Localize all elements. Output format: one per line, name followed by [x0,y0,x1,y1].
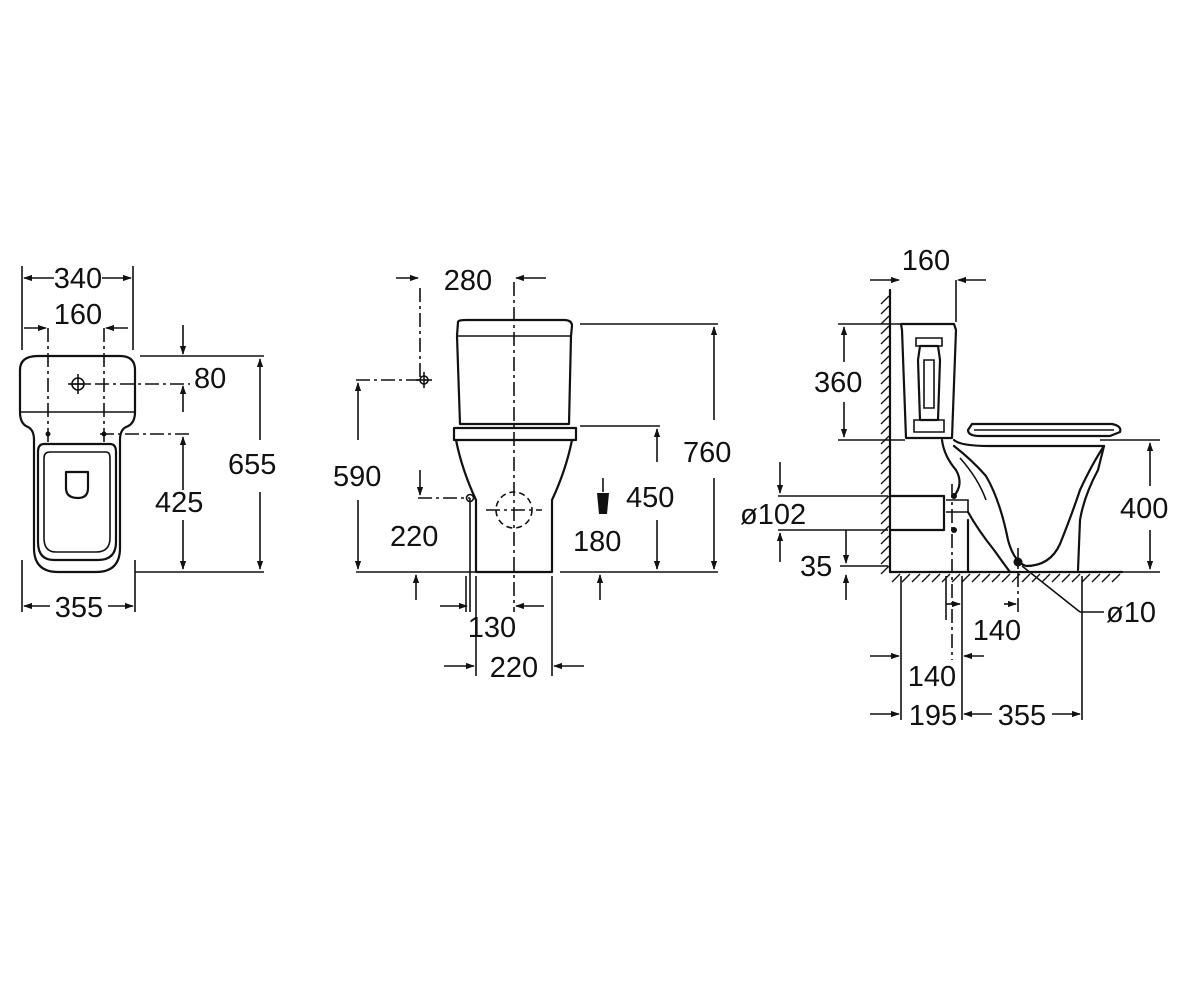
hatch-line [901,573,911,583]
dim-valve-height: 220 [390,521,438,553]
dim-rim-height: 450 [626,482,674,514]
hatch-line [991,573,1001,583]
dim-width-top: 340 [54,263,102,295]
fixing-screw-icon [597,493,609,514]
hatch-line [1081,573,1091,583]
hatch-line [1021,573,1031,583]
hatch-line [880,535,890,545]
seat-front [452,426,578,442]
hatch-line [880,395,890,405]
hatch-line [880,495,890,505]
hatch-line [880,325,890,335]
hatch-line [880,335,890,345]
dim-bowl-projection: 355 [998,700,1046,732]
hatch-line [1071,573,1081,583]
hatch-line [880,565,890,575]
dim-outlet-height-offset: 35 [800,551,832,583]
dim-width-bottom: 355 [55,592,103,624]
top-view-outline [18,354,137,574]
hatch-line [1041,573,1051,583]
hatch-line [1091,573,1101,583]
hatch-line [880,355,890,365]
dim-fixing-height: 180 [573,526,621,558]
hatch-line [880,365,890,375]
bowl-side [952,438,1106,572]
hatch-line [880,455,890,465]
dim-supply-height: 590 [333,461,381,493]
hatch-line [880,515,890,525]
dim-base-width: 220 [490,652,538,684]
wall-hatch [880,295,1121,583]
hatch-line [880,545,890,555]
flush-valve-icon [916,344,942,422]
dim-inlet-spacing: 160 [54,299,102,331]
hatch-line [981,573,991,583]
front-view: 280 590 220 760 450 180 130 220 [333,265,731,684]
cistern-front [455,318,574,426]
seat-side [966,422,1122,438]
hatch-line [951,573,961,583]
hatch-line [1111,573,1121,583]
dim-outlet-distance: 140 [908,661,956,693]
hatch-line [880,475,890,485]
outlet-spigot [888,494,946,532]
hatch-line [1101,573,1111,583]
hatch-line [911,573,921,583]
hatch-line [921,573,931,583]
pedestal-front [454,438,574,574]
seat-hinge-cutout [64,470,90,500]
hatch-line [961,573,971,583]
top-view: 340 160 80 425 655 355 [18,263,276,624]
hatch-line [880,465,890,475]
dim-inlet-offset: 80 [194,363,226,395]
seat-inner [43,451,111,553]
hatch-line [880,505,890,515]
hatch-line [880,485,890,495]
hatch-line [1051,573,1061,583]
dim-depth: 655 [228,449,276,481]
dim-fixing-distance: 140 [973,615,1021,647]
hatch-line [971,573,981,583]
hatch-line [880,305,890,315]
side-view: 160 360 ø102 35 400 ø10 140 140 195 355 [740,245,1168,732]
dim-seat-height: 400 [1120,493,1168,525]
hatch-line [891,573,901,583]
dim-wall-offset: 195 [909,700,957,732]
hatch-line [880,405,890,415]
dim-cistern-depth: 160 [902,245,950,277]
hatch-line [880,425,890,435]
hatch-line [1001,573,1011,583]
cistern-side [899,322,958,440]
hatch-line [880,295,890,305]
hatch-line [1061,573,1071,583]
hatch-line [880,315,890,325]
dim-fixing-depth: 425 [155,487,203,519]
dim-outlet-diameter: ø102 [740,499,806,531]
hatch-line [880,345,890,355]
hatch-line [880,445,890,455]
dim-cistern-height: 360 [814,367,862,399]
hatch-line [880,555,890,565]
dim-valve-offset: 280 [444,265,492,297]
seat-outline [36,442,118,562]
hatch-line [880,385,890,395]
dim-fixing-diameter: ø10 [1106,597,1156,629]
hatch-line [880,375,890,385]
dim-total-height: 760 [683,437,731,469]
hatch-line [880,415,890,425]
dim-outlet-offset: 130 [468,612,516,644]
hatch-line [931,573,941,583]
